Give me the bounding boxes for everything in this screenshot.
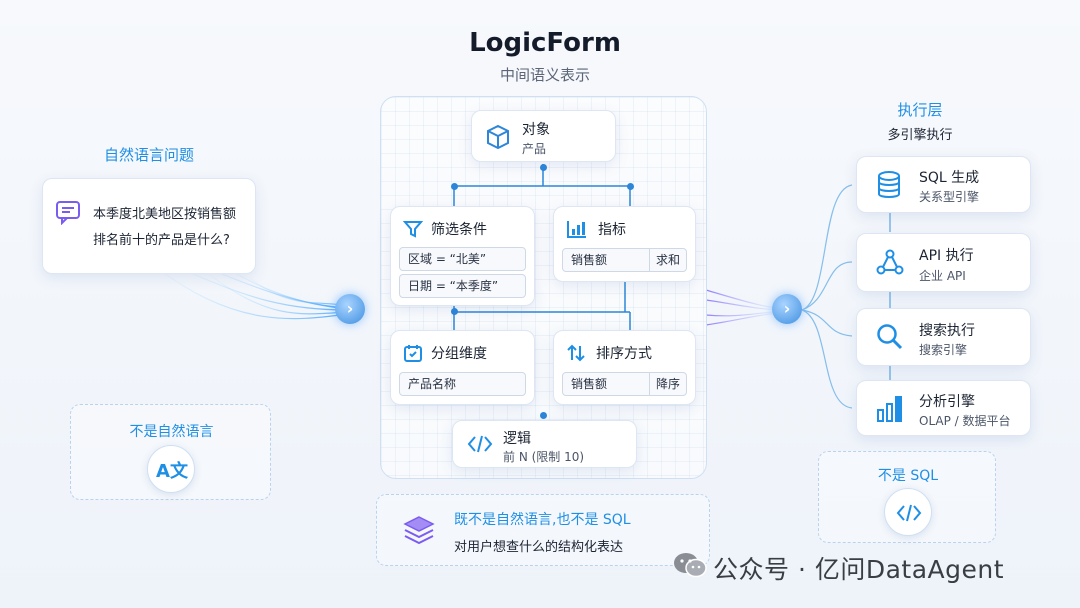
filter-title: 筛选条件	[431, 222, 487, 238]
not-natural-language-label: 不是自然语言	[129, 424, 214, 440]
summary-subtitle: 对用户想查什么的结构化表达	[454, 540, 624, 555]
engine-subtitle: 关系型引擎	[919, 190, 980, 204]
page-title: LogicForm	[469, 28, 621, 58]
flow-arrow-left-icon: ›	[335, 294, 365, 324]
object-value: 产品	[522, 142, 547, 156]
sort-field-box: 销售额 降序	[562, 372, 687, 396]
summary-title: 既不是自然语言,也不是 SQL	[454, 512, 631, 528]
logic-value: 前 N (限制 10)	[503, 450, 585, 464]
sort-card: 排序方式 销售额 降序	[553, 330, 696, 405]
metric-aggregation: 求和	[648, 249, 686, 271]
wechat-icon	[674, 553, 707, 578]
group-field: 产品名称	[399, 372, 526, 396]
engine-card-sql: SQL 生成 关系型引擎	[856, 156, 1031, 213]
nl-section-label: 自然语言问题	[104, 146, 195, 164]
code-icon	[884, 488, 932, 536]
translate-icon: A文	[147, 445, 195, 493]
api-network-icon	[876, 249, 904, 275]
filter-row: 日期 = “本季度”	[399, 274, 526, 298]
flow-arrow-right-icon: ›	[772, 294, 802, 324]
engine-card-search: 搜索执行 搜索引擎	[856, 308, 1031, 366]
engine-title: 分析引擎	[919, 394, 975, 410]
exec-section-subtitle: 多引擎执行	[887, 128, 953, 143]
question-line-2: 排名前十的产品是什么?	[93, 233, 230, 248]
engine-subtitle: OLAP / 数据平台	[919, 414, 1011, 428]
engine-card-olap: 分析引擎 OLAP / 数据平台	[856, 380, 1031, 436]
sort-order: 降序	[648, 373, 686, 395]
connector-dot	[540, 412, 547, 419]
question-line-1: 本季度北美地区按销售额	[93, 207, 237, 222]
object-title: 对象	[522, 122, 550, 138]
layers-icon	[403, 516, 435, 545]
connector-dot	[540, 164, 547, 171]
group-card: 分组维度 产品名称	[390, 330, 535, 405]
bar-chart-icon	[567, 221, 586, 238]
exec-section-title: 执行层	[897, 101, 943, 119]
sort-icon	[567, 344, 585, 362]
chat-icon	[56, 201, 80, 225]
engine-subtitle: 搜索引擎	[919, 343, 968, 357]
engine-title: API 执行	[919, 248, 974, 264]
not-sql-box: 不是 SQL	[818, 451, 996, 543]
metric-card: 指标 销售额 求和	[553, 206, 696, 282]
calendar-icon	[404, 345, 422, 362]
page-subtitle: 中间语义表示	[499, 66, 590, 84]
code-icon	[467, 435, 493, 453]
connector-dot	[451, 308, 458, 315]
engine-title: SQL 生成	[919, 170, 980, 186]
metric-title: 指标	[598, 222, 626, 238]
sort-title: 排序方式	[596, 346, 652, 362]
filter-row: 区域 = “北美”	[399, 247, 526, 271]
engine-subtitle: 企业 API	[919, 269, 966, 283]
metric-field-box: 销售额 求和	[562, 248, 687, 272]
group-title: 分组维度	[431, 346, 487, 362]
filter-icon	[403, 221, 423, 238]
analytics-bar-icon	[877, 396, 902, 422]
not-natural-language-box: 不是自然语言 A文	[70, 404, 271, 500]
not-sql-label: 不是 SQL	[877, 468, 939, 484]
metric-field: 销售额	[571, 253, 608, 267]
cube-icon	[487, 124, 509, 150]
logic-title: 逻辑	[503, 431, 531, 447]
object-card: 对象 产品	[471, 110, 616, 162]
filter-card: 筛选条件 区域 = “北美” 日期 = “本季度”	[390, 206, 535, 306]
database-icon	[878, 171, 900, 198]
engine-title: 搜索执行	[919, 323, 975, 339]
connector-dot	[627, 183, 634, 190]
watermark-text: 公众号 · 亿问DataAgent	[713, 555, 1005, 584]
logic-card: 逻辑 前 N (限制 10)	[452, 420, 637, 468]
search-icon	[877, 324, 903, 350]
engine-card-api: API 执行 企业 API	[856, 233, 1031, 292]
connector-dot	[451, 183, 458, 190]
question-card: 本季度北美地区按销售额 排名前十的产品是什么?	[42, 178, 256, 274]
sort-field: 销售额	[571, 377, 608, 391]
summary-box: 既不是自然语言,也不是 SQL 对用户想查什么的结构化表达	[376, 494, 710, 566]
